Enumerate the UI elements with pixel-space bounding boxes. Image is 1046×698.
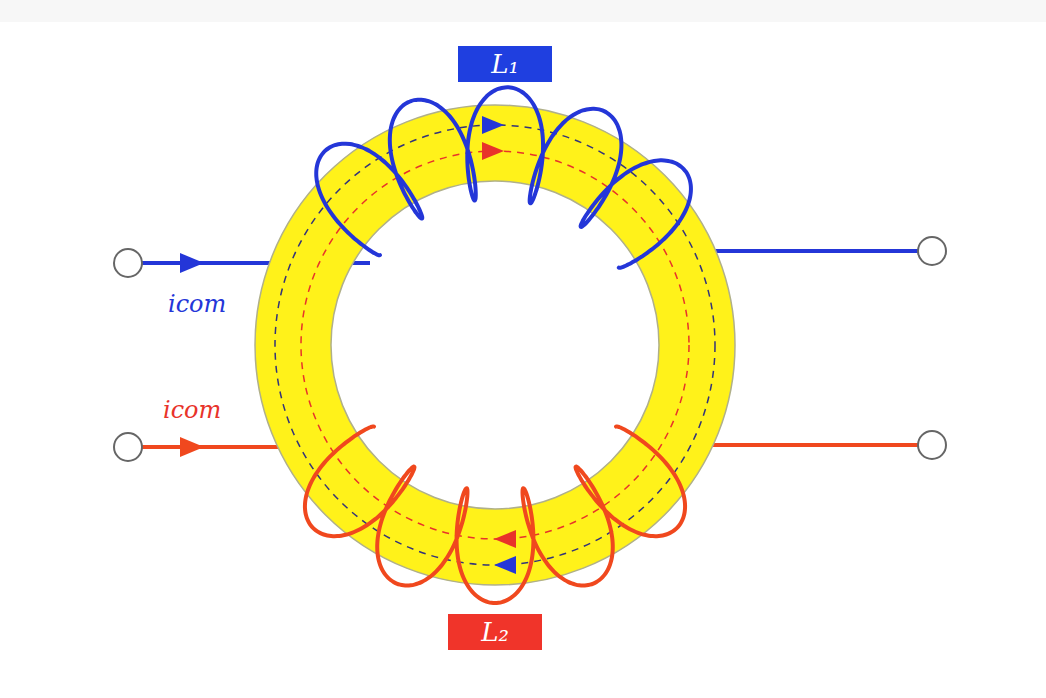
flux-arrow [482,142,504,160]
coil-winding [316,87,691,268]
core-outer-edge [255,105,735,585]
flux-arrow [494,556,516,574]
terminal [114,433,142,461]
flux-arrow [482,116,504,134]
current-arrow [180,437,204,457]
flux-line [301,151,689,539]
inductor-label-box: L₂ [448,614,542,650]
terminal [918,237,946,265]
inductor-name: L₁ [491,51,519,77]
current-label: icom [163,398,221,422]
flux-line [275,125,715,565]
toroid-core [293,143,697,547]
inductor-label-box: L₁ [458,46,552,82]
inductor-name: L₂ [481,619,509,645]
current-arrow [180,253,204,273]
current-label: icom [168,292,226,316]
top-strip [0,0,1046,22]
core-inner-edge [331,181,659,509]
terminal [918,431,946,459]
coil-winding [305,426,685,603]
terminal [114,249,142,277]
flux-arrow [494,530,516,548]
blue-lead-out [712,249,918,253]
red-lead-out [712,443,918,447]
